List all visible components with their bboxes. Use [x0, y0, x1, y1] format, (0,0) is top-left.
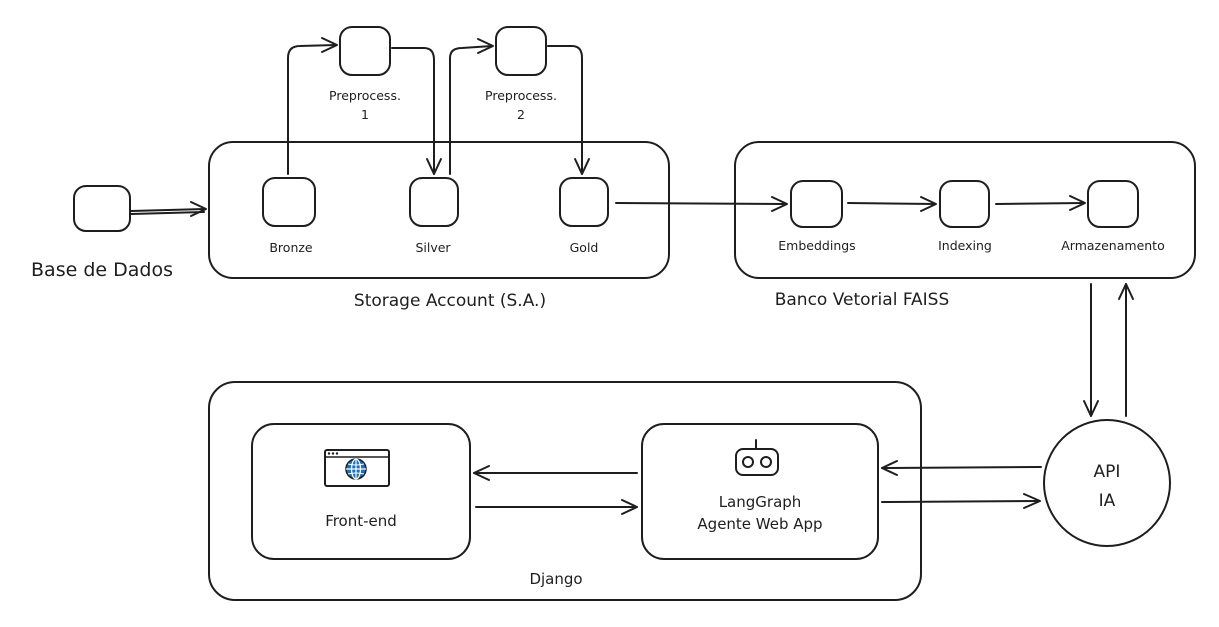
- indexing-node: [939, 180, 990, 228]
- bronze-node: [262, 177, 316, 227]
- indexing-label: Indexing: [938, 238, 992, 253]
- api-ia-node: [1043, 419, 1171, 547]
- api-label-line2: IA: [1099, 491, 1116, 511]
- silver-label: Silver: [415, 240, 451, 255]
- vector-db-title: Banco Vetorial FAISS: [775, 290, 950, 310]
- source-label: Base de Dados: [31, 259, 173, 281]
- arrow-agent-to-frontend: [473, 465, 638, 481]
- robot-icon: [735, 439, 779, 476]
- vector-db-group: [734, 141, 1196, 279]
- preprocess-1-node: [339, 26, 391, 76]
- agent-label-line2: Agente Web App: [697, 515, 822, 533]
- preprocess-1-number: 1: [361, 107, 369, 122]
- source-node: [73, 185, 131, 232]
- gold-node: [559, 177, 609, 227]
- storage-account-group: [208, 141, 670, 279]
- agent-label-line1: LangGraph: [719, 493, 802, 511]
- arrow-vector-to-api: [1083, 283, 1099, 417]
- api-label-line1: API: [1094, 462, 1121, 482]
- agent-box: [641, 423, 879, 560]
- arrow-indexing-to-armazenamento: [995, 195, 1086, 211]
- arrow-bronze-to-pre1: [287, 37, 338, 175]
- preprocess-1-label: Preprocess.: [329, 88, 401, 103]
- preprocess-2-label: Preprocess.: [485, 88, 557, 103]
- arrow-pre2-to-gold: [547, 45, 590, 175]
- arrow-embeddings-to-indexing: [847, 196, 937, 212]
- arrow-api-to-agent: [881, 460, 1042, 476]
- frontend-box: [251, 423, 471, 560]
- django-group: [208, 381, 922, 601]
- embeddings-label: Embeddings: [778, 238, 855, 253]
- arrow-pre1-to-silver: [391, 47, 442, 175]
- preprocess-2-node: [495, 26, 547, 76]
- storage-account-title: Storage Account (S.A.): [354, 291, 546, 311]
- silver-node: [409, 177, 459, 227]
- embeddings-node: [790, 180, 843, 228]
- frontend-label: Front-end: [325, 512, 397, 530]
- arrow-api-to-vector: [1118, 283, 1134, 417]
- armazenamento-label: Armazenamento: [1061, 238, 1164, 253]
- arrow-frontend-to-agent: [475, 499, 638, 515]
- arrow-source-to-storage: [130, 201, 207, 217]
- arrow-silver-to-pre2: [449, 38, 494, 175]
- arrow-gold-to-embeddings: [615, 196, 788, 212]
- preprocess-2-number: 2: [517, 107, 525, 122]
- django-title: Django: [529, 570, 582, 588]
- arrow-agent-to-api: [881, 493, 1041, 509]
- bronze-label: Bronze: [269, 240, 313, 255]
- gold-label: Gold: [570, 240, 599, 255]
- armazenamento-node: [1087, 180, 1139, 228]
- browser-globe-icon: [324, 449, 390, 487]
